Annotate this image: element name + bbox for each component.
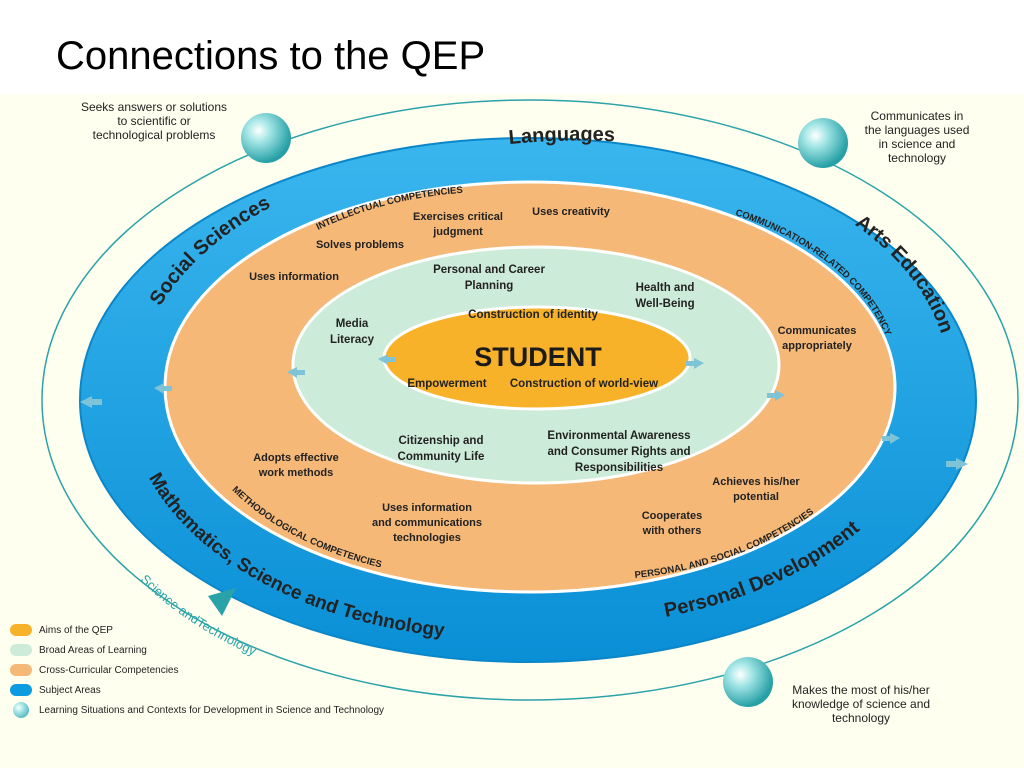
sphere-icon-top-left: [241, 113, 291, 163]
legend-item-broad-areas: Broad Areas of Learning: [10, 640, 384, 660]
qep-diagram: Languages Social Sciences Arts Education…: [41, 99, 1019, 725]
legend-label: Subject Areas: [39, 684, 101, 696]
connector-arrows: [80, 354, 968, 470]
legend-item-subject-areas: Subject Areas: [10, 680, 384, 700]
slide-title: Connections to the QEP: [56, 34, 486, 78]
science-technology-ring: [41, 99, 1019, 701]
legend-swatch: [10, 644, 32, 656]
legend-item-learning-situations: Learning Situations and Contexts for Dev…: [10, 700, 384, 720]
aim-empowerment: Empowerment: [407, 378, 486, 390]
legend-label: Broad Areas of Learning: [39, 644, 147, 656]
legend-label: Cross-Curricular Competencies: [39, 664, 179, 676]
legend-item-aims: Aims of the QEP: [10, 620, 384, 640]
arrow-icon: [767, 390, 785, 401]
legend-label: Learning Situations and Contexts for Dev…: [39, 704, 385, 716]
arrow-icon: [686, 358, 704, 369]
comp-solves-problems: Solves problems: [316, 239, 404, 251]
legend: Aims of the QEP Broad Areas of Learning …: [10, 620, 384, 720]
comp-creativity: Uses creativity: [532, 206, 611, 218]
legend-swatch: [10, 664, 32, 676]
arrow-icon: [287, 367, 305, 378]
arrow-icon: [154, 383, 172, 394]
legend-swatch: [10, 684, 32, 696]
aim-identity: Construction of identity: [468, 309, 598, 321]
arrow-icon: [378, 354, 396, 365]
arrow-icon: [882, 433, 900, 444]
arrow-icon: [80, 396, 102, 408]
student-label: STUDENT: [474, 342, 602, 372]
legend-item-cross-curricular: Cross-Curricular Competencies: [10, 660, 384, 680]
sphere-icon-top-right: [798, 118, 848, 168]
aim-world-view: Construction of world-view: [510, 378, 658, 390]
teal-sphere-icon: [13, 702, 29, 718]
comp-uses-information: Uses information: [249, 271, 339, 283]
sphere-icon-bottom-right: [723, 657, 773, 707]
legend-swatch: [10, 624, 32, 636]
legend-label: Aims of the QEP: [39, 624, 113, 636]
subject-languages: Languages: [508, 123, 616, 149]
arrow-icon: [946, 458, 968, 470]
triangle-marker-icon: [208, 588, 236, 616]
